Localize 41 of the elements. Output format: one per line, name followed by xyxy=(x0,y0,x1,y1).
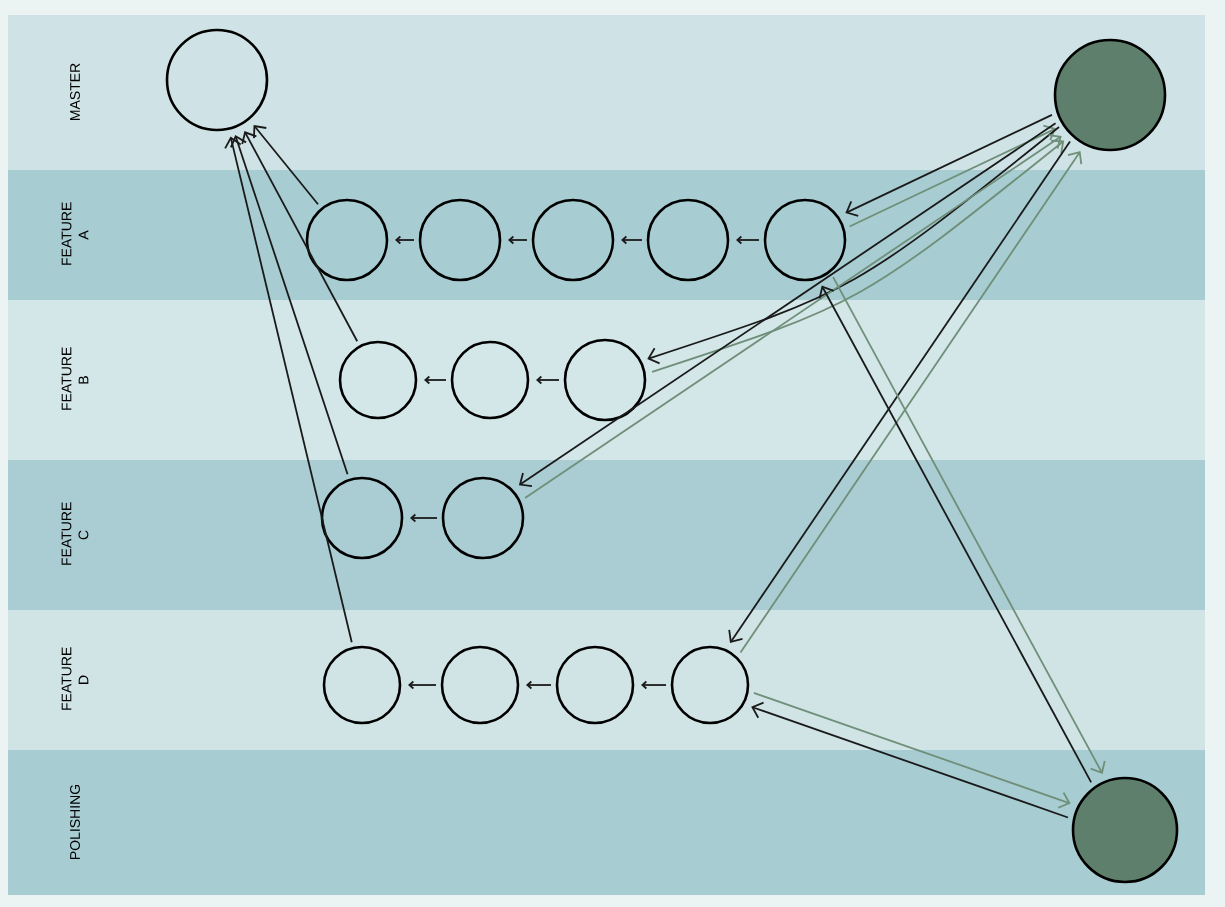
lane-label: FEATURE C xyxy=(61,502,89,565)
arrow xyxy=(224,136,353,644)
filled-circle xyxy=(1053,38,1167,152)
arrow xyxy=(736,235,760,245)
commit-circle xyxy=(563,338,647,422)
arrow xyxy=(526,680,552,690)
commit-circle xyxy=(305,198,389,282)
filled-circle xyxy=(1071,776,1179,884)
lane-label: FEATURE D xyxy=(61,647,89,710)
commit-circle xyxy=(165,28,269,132)
arrow xyxy=(845,114,1053,217)
lane-label: FEATURE B xyxy=(61,347,89,410)
commit-circle xyxy=(531,198,615,282)
arrow xyxy=(751,701,1069,819)
arrow xyxy=(424,375,447,385)
lane-label: POLISHING xyxy=(70,784,80,859)
commit-circle xyxy=(555,645,635,725)
arrow xyxy=(508,235,528,245)
arrow xyxy=(410,513,438,523)
arrow xyxy=(848,124,1057,228)
lane-label: MASTER xyxy=(70,63,80,120)
commit-circle xyxy=(646,198,730,282)
commit-circle xyxy=(670,645,750,725)
commit-circle xyxy=(320,476,404,560)
commit-circle xyxy=(440,645,520,725)
commit-circle xyxy=(763,198,847,282)
arrow xyxy=(408,680,437,690)
arrow xyxy=(621,235,643,245)
arrow xyxy=(752,692,1071,809)
arrow xyxy=(641,680,667,690)
commit-circle xyxy=(450,340,530,420)
arrow xyxy=(536,375,560,385)
commit-circle xyxy=(338,340,418,420)
lane-label: FEATURE A xyxy=(61,202,89,265)
commit-circle xyxy=(441,476,525,560)
arrow xyxy=(230,135,349,476)
arrow xyxy=(395,235,415,245)
commit-circle xyxy=(322,645,402,725)
commit-circle xyxy=(418,198,502,282)
arrow xyxy=(241,131,359,343)
arrow xyxy=(253,125,319,206)
